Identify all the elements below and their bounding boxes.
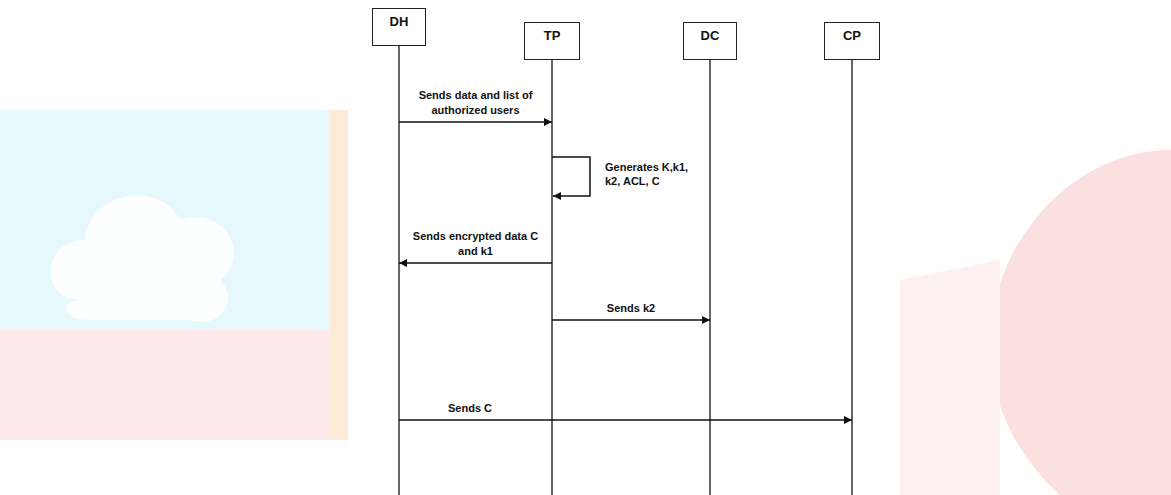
participant-name: CP xyxy=(843,23,861,43)
watermark-panel xyxy=(0,330,330,440)
message-arrow xyxy=(552,319,710,321)
lifeline xyxy=(709,60,711,495)
message-arrow xyxy=(399,121,552,123)
watermark-band xyxy=(330,110,348,440)
message-label: Sends data and list of authorized users xyxy=(406,88,546,117)
participant-name: DC xyxy=(701,23,720,43)
lifeline xyxy=(551,60,553,495)
message-label: Sends k2 xyxy=(607,301,655,315)
message-label: Sends C xyxy=(448,401,492,415)
lifeline xyxy=(398,46,400,495)
participant-box: DC xyxy=(683,22,737,60)
watermark-panel xyxy=(0,110,330,440)
participant-box: DH xyxy=(372,8,426,46)
lifeline xyxy=(851,60,853,495)
message-arrow xyxy=(399,262,552,264)
watermark-cloud xyxy=(51,195,234,322)
watermark-arc xyxy=(990,150,1171,495)
participant-box: CP xyxy=(824,22,880,60)
participant-name: TP xyxy=(544,23,561,43)
participant-box: TP xyxy=(524,22,580,60)
message-arrow xyxy=(399,419,852,421)
watermark-panel xyxy=(900,260,1000,495)
message-label: Generates K,k1, k2, ACL, C xyxy=(605,160,697,189)
message-label: Sends encrypted data C and k1 xyxy=(406,229,546,258)
message-arrow xyxy=(552,157,590,196)
participant-name: DH xyxy=(390,9,409,29)
